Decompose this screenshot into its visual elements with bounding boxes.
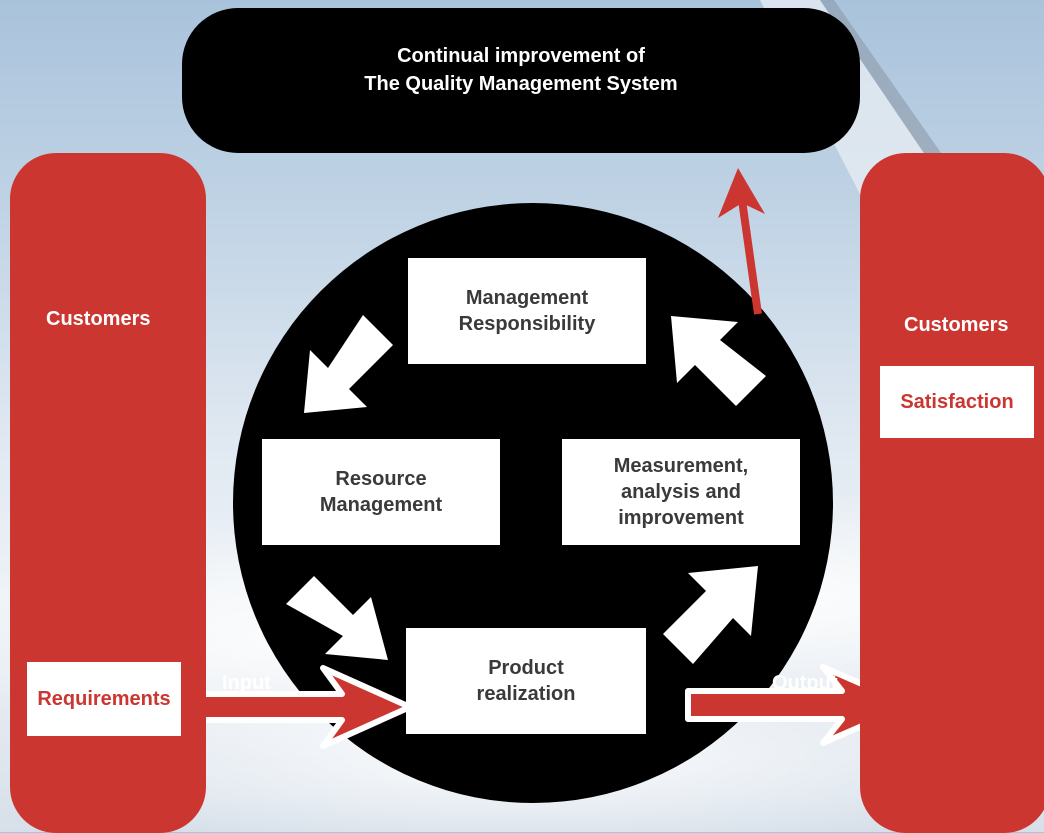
input-arrow — [187, 665, 413, 749]
satisfaction-label: Satisfaction — [900, 391, 1014, 413]
requirements-label: Requirements — [37, 688, 171, 710]
arrow-to-resource-management — [304, 315, 393, 413]
customers-right-label: Customers — [904, 314, 1009, 336]
output-label: Output — [772, 672, 838, 694]
improvement-arrow-shaft — [738, 199, 762, 315]
resource-management-label: Resource Management — [319, 468, 443, 516]
resource-management-box: Resource Management — [262, 439, 500, 545]
requirements-box: Requirements — [27, 662, 181, 736]
measurement-analysis-box: Measurement, analysis and improvement — [562, 439, 800, 545]
measurement-analysis-label: Measurement, analysis and improvement — [613, 455, 749, 529]
input-label: Input — [222, 672, 271, 694]
banner-line-1: Continual improvement of — [397, 45, 645, 67]
continual-improvement-banner — [182, 8, 860, 153]
customers-output-column — [860, 153, 1044, 833]
arrow-to-management-responsibility — [671, 316, 766, 406]
management-responsibility-box: Management Responsibility — [408, 258, 646, 364]
improvement-arrow-head — [718, 168, 765, 218]
banner-line-2: The Quality Management System — [364, 73, 678, 95]
product-realization-box: Product realization — [406, 628, 646, 734]
management-responsibility-label: Management Responsibility — [458, 287, 596, 335]
continual-improvement-title: Continual improvement of The Quality Man… — [182, 42, 860, 98]
customers-left-label: Customers — [46, 308, 151, 330]
arrow-to-product-realization — [286, 576, 388, 660]
arrow-to-measurement — [663, 566, 758, 664]
satisfaction-box: Satisfaction — [880, 366, 1034, 438]
product-realization-label: Product realization — [476, 657, 576, 705]
